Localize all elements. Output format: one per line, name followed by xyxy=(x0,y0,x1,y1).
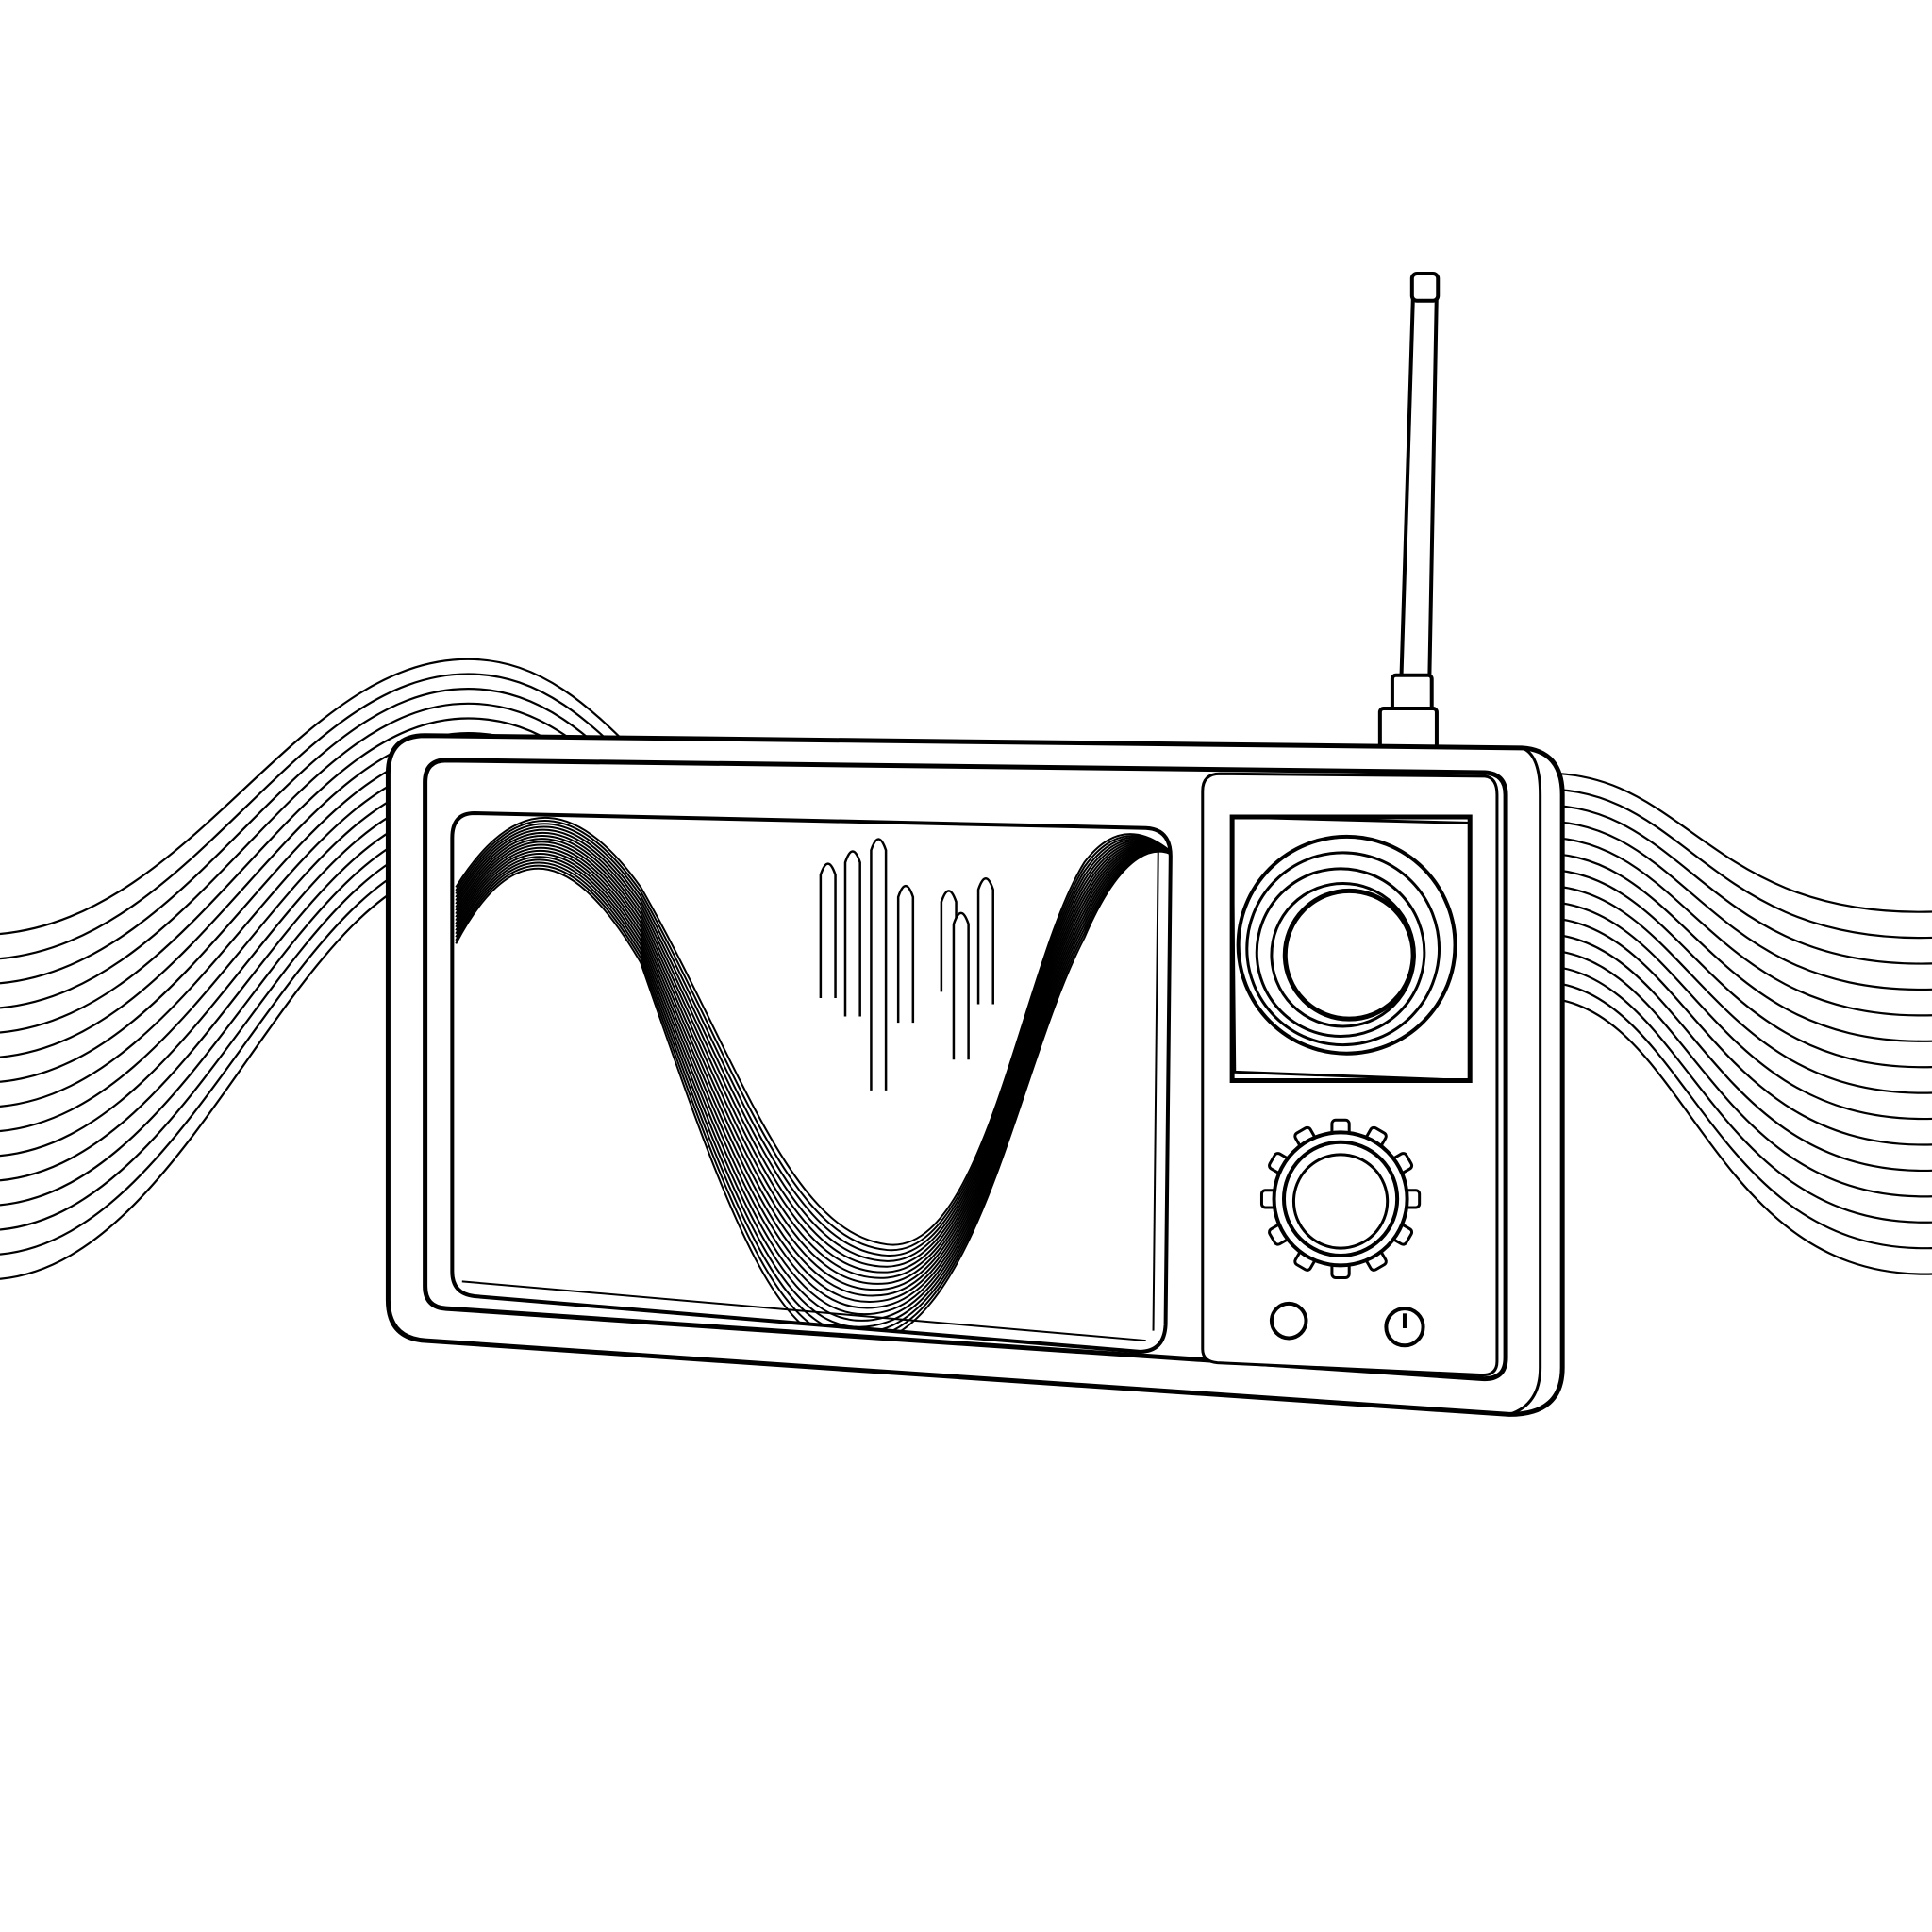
spike xyxy=(871,839,886,1091)
wave-line xyxy=(456,849,1183,1321)
wave-line xyxy=(456,830,1183,1267)
wave-line xyxy=(1528,902,1932,1119)
spike xyxy=(941,891,957,992)
wave-line xyxy=(456,836,1183,1278)
wave-line xyxy=(1528,806,1932,964)
antenna-icon xyxy=(1380,274,1438,748)
spike xyxy=(954,913,969,1060)
wave-line xyxy=(456,826,1183,1260)
power-button-icon[interactable] xyxy=(1386,1308,1423,1345)
wave-line xyxy=(0,689,641,983)
wave-line xyxy=(456,848,1183,1314)
wave-line xyxy=(1528,854,1932,1041)
wave-line xyxy=(1528,982,1932,1249)
wave-line xyxy=(456,845,1183,1296)
speaker-icon xyxy=(1232,817,1470,1081)
sound-wave-right-icon xyxy=(1528,774,1932,1274)
spike xyxy=(845,852,860,1017)
wave-line xyxy=(1528,886,1932,1093)
wave-line xyxy=(0,674,641,958)
wave-line xyxy=(456,841,1183,1290)
wave-line xyxy=(1528,870,1932,1068)
wave-line xyxy=(456,847,1183,1302)
wave-line xyxy=(0,659,641,934)
indicator-button-icon[interactable] xyxy=(1272,1304,1307,1339)
wave-line xyxy=(456,818,1183,1245)
wave-line xyxy=(1528,774,1932,912)
spike xyxy=(821,864,836,998)
tuning-knob-icon[interactable] xyxy=(1261,1120,1419,1277)
spike xyxy=(898,886,913,1024)
wave-line xyxy=(456,821,1183,1250)
wave-line xyxy=(456,824,1183,1256)
wave-line xyxy=(1528,918,1932,1145)
wave-line xyxy=(1528,950,1932,1197)
wave-line xyxy=(1528,934,1932,1171)
wave-line xyxy=(1528,790,1932,939)
wave-line xyxy=(1528,822,1932,990)
wave-line xyxy=(456,839,1183,1284)
wave-line xyxy=(1528,966,1932,1223)
wave-line xyxy=(456,850,1183,1327)
wave-line xyxy=(1528,998,1932,1274)
screen xyxy=(452,813,1170,1352)
wave-line xyxy=(456,848,1183,1308)
spike xyxy=(978,878,993,1005)
wave-line xyxy=(1528,838,1932,1016)
wave-line xyxy=(456,833,1183,1273)
audio-spikes xyxy=(821,839,993,1091)
